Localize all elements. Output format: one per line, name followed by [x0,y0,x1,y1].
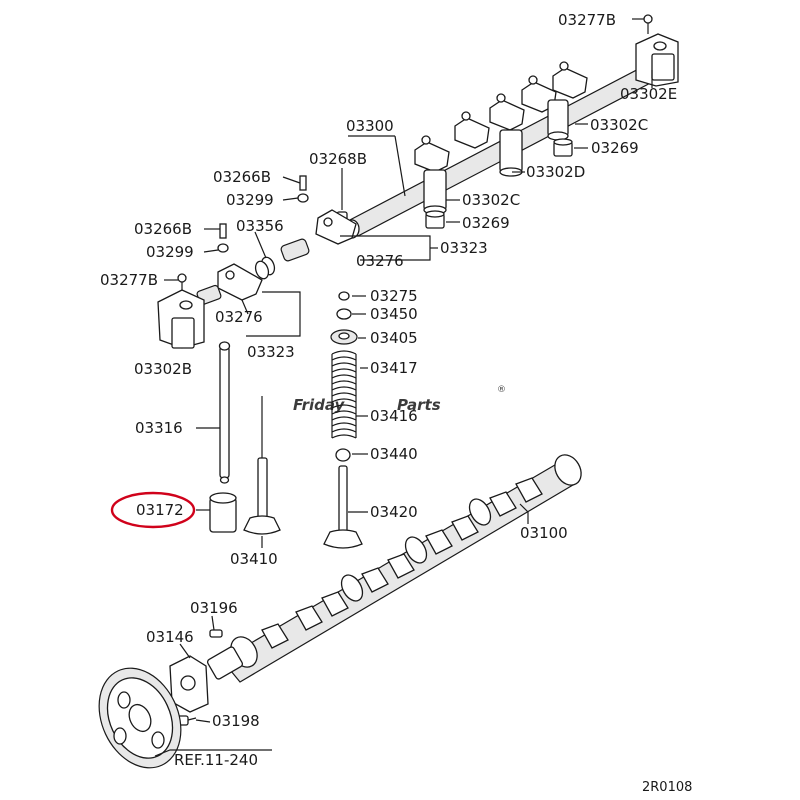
bolt-03277b-top [643,14,653,34]
cap-03275 [338,291,350,301]
retainer-03405 [330,329,358,345]
screw-03266b-upper [299,175,307,191]
rocker-bracket-03302b [157,289,205,349]
label-03196: 03196 [190,599,238,617]
camshaft-nose [206,646,244,680]
leader-lines [154,18,653,757]
label-03277b-left: 03277B [100,271,158,289]
rocker-bracket-03302c-upper [547,99,569,141]
label-03323-upper: 03323 [440,239,488,257]
watermark-parts: Parts [397,396,441,414]
diagram-code: 2R0108 [642,780,692,795]
label-03269-lower: 03269 [462,214,510,232]
label-03417: 03417 [370,359,418,377]
label-03275: 03275 [370,287,418,305]
label-03450: 03450 [370,305,418,323]
valve-03420 [323,465,363,549]
label-03146: 03146 [146,628,194,646]
label-03420: 03420 [370,503,418,521]
label-03302c-upper: 03302C [590,116,648,134]
spring-03417 [331,350,357,439]
label-03300: 03300 [346,117,394,135]
label-03172: 03172 [136,501,184,519]
label-03316: 03316 [135,419,183,437]
highlight-circle [110,491,196,529]
camshaft-03100 [221,454,582,683]
label-03410: 03410 [230,550,278,568]
watermark-registered: ® [497,385,506,395]
spacer-03356 [254,238,310,280]
rocker-bracket-03302d [499,129,523,177]
label-03299-lower: 03299 [146,243,194,261]
part-labels: 03277B 03302E 03300 03302C 03269 03268B … [100,11,692,795]
valve-03410 [243,396,281,535]
key-03196 [209,629,223,638]
label-03276-lower: 03276 [215,308,263,326]
label-03302b: 03302B [134,360,192,378]
nut-03299-upper [297,193,309,203]
retainer-03450 [336,308,352,320]
cam-gear [98,667,182,769]
bolt-03277b-left [177,273,187,292]
label-03299-upper: 03299 [226,191,274,209]
label-03276-upper: 03276 [356,252,404,270]
label-03277b-top: 03277B [558,11,616,29]
label-03323-lower: 03323 [247,343,295,361]
bushing-03269-lower [425,210,445,229]
label-03416: 03416 [370,407,418,425]
watermark-logo: Friday Parts ® [293,385,506,414]
label-03302d: 03302D [526,163,585,181]
reference-label: REF.11-240 [174,751,258,769]
tappet-03172 [209,492,237,533]
label-03266b-lower: 03266B [134,220,192,238]
screw-03266b-lower [219,223,227,239]
rocker-arm-03276-upper [315,209,357,245]
watermark-friday: Friday [293,396,346,414]
rocker-arm-group [414,61,588,173]
label-03302c-lower: 03302C [462,191,520,209]
label-03198: 03198 [212,712,260,730]
bushing-03269-upper [553,138,573,157]
label-03266b-upper: 03266B [213,168,271,186]
label-03302e: 03302E [620,85,677,103]
rocker-bracket-03302e [635,33,679,87]
push-rod-03316 [218,341,231,484]
label-03268b: 03268B [309,150,367,168]
label-03405: 03405 [370,329,418,347]
label-03356: 03356 [236,217,284,235]
label-03100: 03100 [520,524,568,542]
rocker-bracket-03302c-lower [423,169,447,215]
label-03440: 03440 [370,445,418,463]
nut-03299-lower [217,243,229,253]
seat-03440 [335,448,351,462]
label-03269-upper: 03269 [591,139,639,157]
thrust-plate-03146 [169,655,209,713]
